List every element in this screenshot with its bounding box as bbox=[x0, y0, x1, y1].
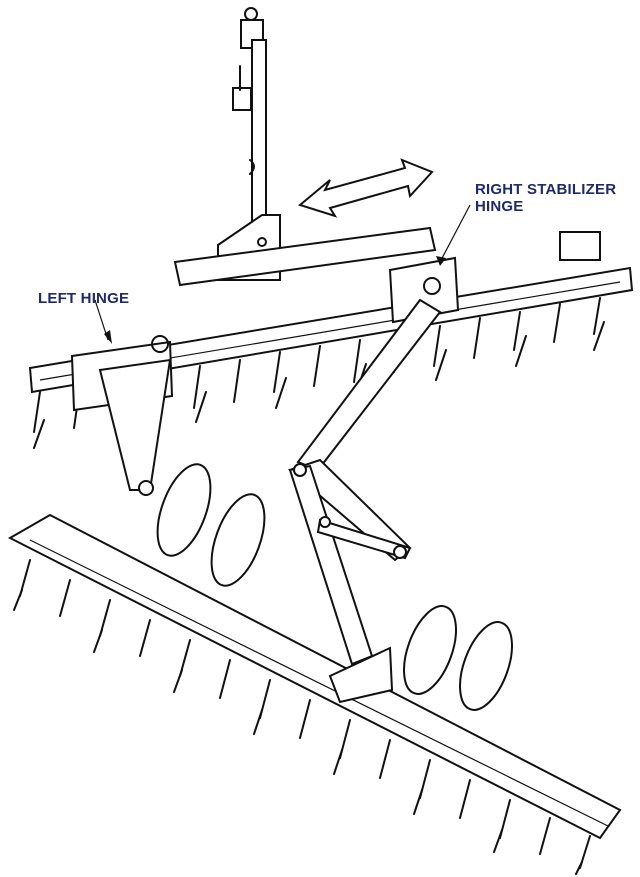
right-stabilizer-label-line2: HINGE bbox=[475, 198, 524, 215]
folding-linkage bbox=[98, 298, 442, 666]
right-stabilizer-hinge-plate bbox=[388, 204, 471, 324]
upper-toolbar bbox=[28, 226, 634, 394]
hitch-mast bbox=[217, 7, 281, 281]
right-stabilizer-label-line1: RIGHT STABILIZER bbox=[475, 181, 617, 198]
lower-toolbar bbox=[7, 513, 622, 840]
right-stabilizer-hinge-label: RIGHT STABILIZER HINGE bbox=[475, 181, 616, 215]
double-headed-arrow-icon bbox=[297, 158, 434, 218]
left-hinge-label: LEFT HINGE bbox=[38, 290, 130, 307]
lower-shanks bbox=[13, 559, 591, 875]
gauge-wheels bbox=[156, 463, 513, 711]
